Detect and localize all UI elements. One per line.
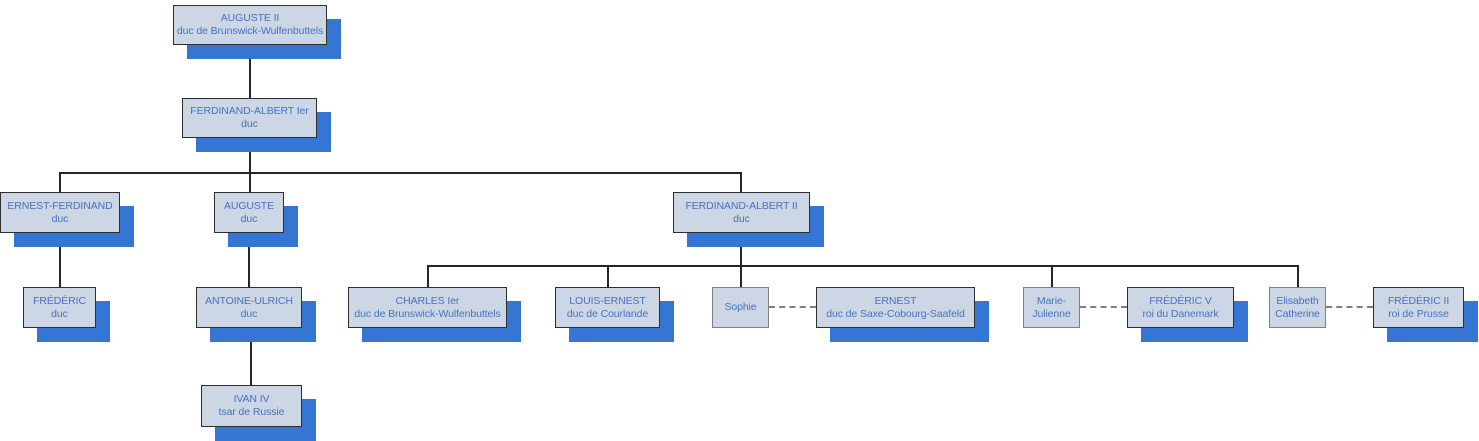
connector-antoine-ulrich-to-ivan-iv (250, 328, 252, 385)
person-name: Marie- (1036, 294, 1067, 307)
node-antoine-ulrich: ANTOINE-ULRICH duc (196, 287, 302, 328)
connector-drop-elisabeth-catherine (1297, 265, 1299, 287)
connector-drop-charles-ier (427, 265, 429, 287)
person-title: duc de Saxe-Cobourg-Saafeld (826, 307, 965, 320)
node-elisabeth-catherine: Elisabeth Catherine (1269, 287, 1326, 328)
connector-ferdinand-albert-ii-to-sophie (740, 232, 742, 287)
person-name: Elisabeth (1276, 294, 1319, 307)
person-name: AUGUSTE II (220, 12, 280, 24)
person-name: CHARLES Ier (395, 294, 460, 307)
person-title: duc (51, 307, 68, 320)
person-title: duc (240, 212, 258, 225)
connector-drop-louis-ernest (607, 265, 609, 287)
person-title: roi de Prusse (1388, 307, 1449, 320)
node-charles-ier: CHARLES Ier duc de Brunswick-Wulfenbutte… (348, 287, 507, 328)
person-name: LOUIS-ERNEST (569, 294, 646, 307)
person-name: AUGUSTE (223, 199, 275, 212)
connector-auguste-ii-to-ferdinand-albert-ier (249, 45, 251, 98)
person-title: duc (241, 118, 258, 130)
person-name: Sophie (724, 301, 757, 313)
person-name: ERNEST-FERDINAND (7, 199, 113, 212)
marriage-dash-sophie-ernest (769, 306, 816, 308)
person-title: duc de Courlande (566, 307, 649, 320)
person-name: IVAN IV (233, 393, 270, 405)
person-name-line2: Julienne (1032, 307, 1071, 320)
connector-ernest-ferdinand-to-frederic (59, 232, 61, 287)
connector-drop-ferdinand-albert-ii (740, 172, 742, 192)
person-title: duc (240, 307, 258, 320)
person-name: FRÉDÉRIC (33, 294, 86, 307)
person-title: duc de Brunswick-Wulfenbuttels (354, 307, 501, 320)
marriage-dash-elisabeth-catherine-frederic-ii (1326, 306, 1373, 308)
node-frederic-ii: FRÉDÉRIC II roi de Prusse (1373, 287, 1464, 328)
marriage-dash-marie-julienne-frederic-v (1080, 306, 1127, 308)
person-title: duc (51, 212, 69, 225)
node-sophie: Sophie (712, 287, 769, 328)
person-name: FERDINAND-ALBERT Ier (190, 105, 309, 117)
connector-ferdinand-albert-ier-stem (249, 138, 251, 192)
connector-generation4-horizontal (427, 265, 1298, 267)
connector-auguste-to-antoine-ulrich (248, 232, 250, 287)
person-name: FRÉDÉRIC V (1149, 294, 1212, 307)
node-ernest: ERNEST duc de Saxe-Cobourg-Saafeld (816, 287, 975, 328)
node-ferdinand-albert-ii: FERDINAND-ALBERT II duc (673, 192, 810, 233)
node-ernest-ferdinand: ERNEST-FERDINAND duc (0, 192, 120, 233)
person-name-line2: Catherine (1275, 307, 1320, 320)
node-frederic-v: FRÉDÉRIC V roi du Danemark (1127, 287, 1234, 328)
person-name: FRÉDÉRIC II (1387, 294, 1450, 307)
node-auguste-ii: AUGUSTE II duc de Brunswick-Wulfenbuttel… (173, 5, 327, 45)
person-title: tsar de Russie (218, 406, 285, 418)
node-frederic: FRÉDÉRIC duc (23, 287, 96, 328)
connector-drop-ernest-ferdinand (59, 172, 61, 192)
person-title: roi du Danemark (1142, 307, 1219, 320)
person-name: FERDINAND-ALBERT II (685, 199, 798, 212)
node-louis-ernest: LOUIS-ERNEST duc de Courlande (555, 287, 660, 328)
connector-generation3-horizontal (59, 172, 742, 174)
node-ivan-iv: IVAN IV tsar de Russie (201, 385, 302, 427)
node-marie-julienne: Marie- Julienne (1023, 287, 1080, 328)
person-title: duc de Brunswick-Wulfenbuttels (176, 25, 324, 37)
connector-drop-marie-julienne (1051, 265, 1053, 287)
person-name: ANTOINE-ULRICH (205, 294, 293, 307)
node-ferdinand-albert-ier: FERDINAND-ALBERT Ier duc (182, 98, 317, 138)
node-auguste: AUGUSTE duc (214, 192, 284, 233)
person-name: ERNEST (874, 294, 917, 307)
person-title: duc (733, 212, 750, 225)
